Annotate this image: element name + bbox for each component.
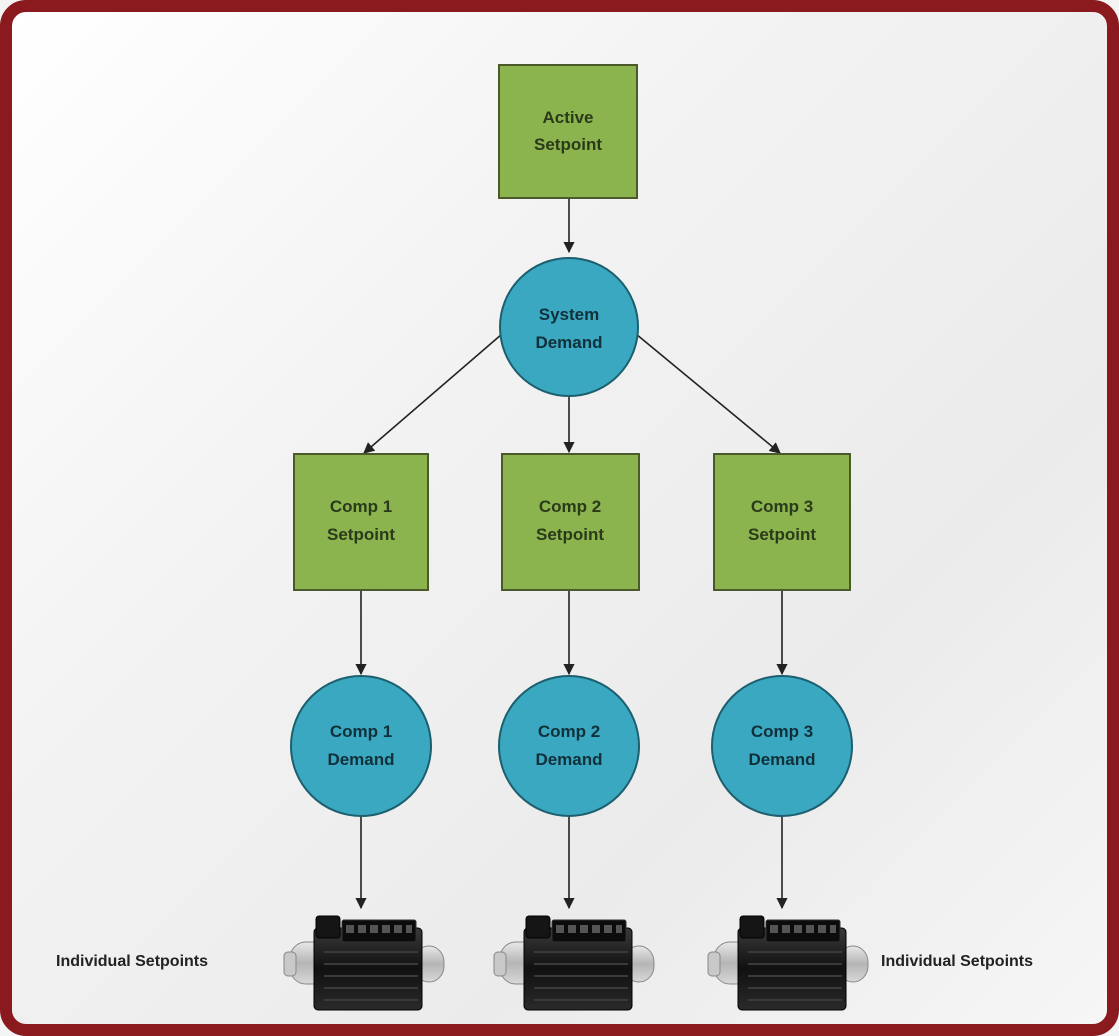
comp3-demand-line2: Demand	[748, 750, 815, 769]
comp2-setpoint-node: Comp 2 Setpoint	[501, 453, 640, 591]
comp2-setpoint-line1: Comp 2	[539, 497, 601, 516]
comp1-setpoint-line2: Setpoint	[327, 525, 395, 544]
comp1-setpoint-line1: Comp 1	[330, 497, 392, 516]
connectors	[355, 199, 788, 910]
compressor-3-motor-icon	[707, 915, 869, 1011]
active-setpoint-line2: Setpoint	[534, 135, 602, 154]
system-demand-line1: System	[539, 305, 599, 324]
comp2-setpoint-line2: Setpoint	[536, 525, 604, 544]
setpoint-flow-diagram: Active Setpoint System Demand Comp 1 Set…	[283, 64, 869, 1011]
comp3-demand-node: Comp 3 Demand	[711, 675, 853, 817]
system-demand-node: System Demand	[499, 257, 639, 397]
active-setpoint-node: Active Setpoint	[498, 64, 638, 199]
individual-setpoints-right-label: Individual Setpoints	[881, 953, 1034, 970]
comp1-demand-line2: Demand	[327, 750, 394, 769]
comp2-demand-line2: Demand	[535, 750, 602, 769]
comp2-demand-line1: Comp 2	[538, 722, 600, 741]
comp1-demand-node: Comp 1 Demand	[290, 675, 432, 817]
connector-system-to-comp3-setpoint	[635, 333, 781, 454]
connector-system-to-comp1-setpoint	[363, 333, 503, 454]
system-demand-line2: Demand	[535, 333, 602, 352]
individual-setpoints-left-label: Individual Setpoints	[56, 953, 209, 970]
comp1-setpoint-node: Comp 1 Setpoint	[293, 453, 429, 591]
active-setpoint-line1: Active	[542, 108, 593, 127]
compressor-1-motor-icon	[283, 915, 445, 1011]
comp3-setpoint-line2: Setpoint	[748, 525, 816, 544]
compressor-2-motor-icon	[493, 915, 655, 1011]
comp3-setpoint-node: Comp 3 Setpoint	[713, 453, 851, 591]
comp2-demand-node: Comp 2 Demand	[498, 675, 640, 817]
comp1-demand-line1: Comp 1	[330, 722, 392, 741]
comp3-demand-line1: Comp 3	[751, 722, 813, 741]
comp3-setpoint-line1: Comp 3	[751, 497, 813, 516]
